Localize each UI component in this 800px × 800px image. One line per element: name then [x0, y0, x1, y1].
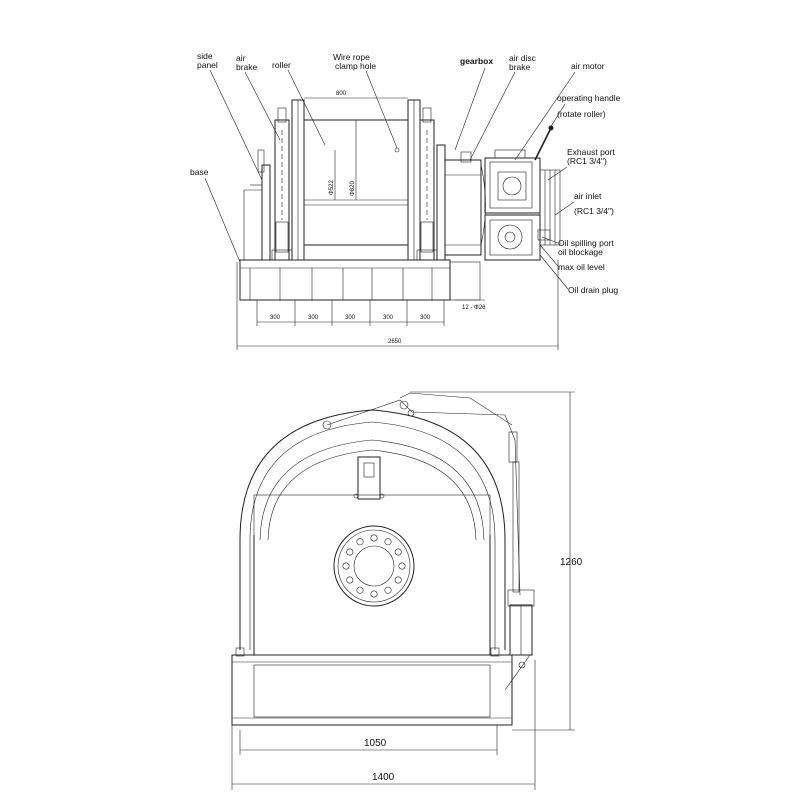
label-max-oil-level: max oil level [558, 262, 605, 272]
side-elevation-view: 800 Φ522 Φ820 300 300 300 300 300 12 - Φ… [190, 51, 621, 350]
label-exhaust-port-1: Exhaust port [567, 147, 615, 157]
end-elevation-view: 1260 1050 1400 [231, 391, 583, 790]
bolt-hole [370, 590, 378, 598]
label-base: base [190, 167, 209, 177]
label-air-disc-brake-1: air disc [509, 53, 537, 63]
label-air-brake-2: brake [236, 62, 258, 72]
bolt-hole [356, 586, 364, 594]
bolt-hole [384, 586, 392, 594]
label-side-panel-1: side [197, 51, 213, 61]
label-exhaust-port-2: (RC1 3/4") [567, 156, 607, 166]
dim-drum-dia-inner: Φ522 [329, 180, 335, 195]
bolt-hole [356, 538, 364, 546]
label-oil-spilling-port: Oil spilling port [558, 238, 614, 248]
dim-spacing-2: 300 [308, 315, 319, 321]
label-air-motor: air motor [571, 61, 605, 71]
label-operating-handle-1: operating handle [557, 93, 621, 103]
bolt-hole [384, 538, 392, 546]
end-base [231, 647, 513, 726]
bolt-hole [394, 576, 402, 584]
dim-bolt-hole: 12 - Φ26 [462, 305, 486, 311]
base-frame [236, 259, 481, 301]
protective-arch [239, 409, 506, 650]
dim-height: 1260 [560, 557, 583, 568]
bolt-hole [370, 534, 378, 542]
end-side-panel [253, 494, 491, 656]
bolt-hole [346, 548, 354, 556]
label-wire-rope-2: clamp hole [335, 61, 376, 71]
dim-base-width: 1050 [364, 738, 387, 749]
flange-hub [333, 525, 415, 607]
label-air-inlet-1: air inlet [574, 191, 602, 201]
label-air-inlet-2: (RC1 3/4") [574, 206, 614, 216]
bolt-hole [346, 576, 354, 584]
label-wire-rope-1: Wire rope [333, 52, 370, 62]
end-dimensions: 1260 1050 1400 [231, 391, 583, 790]
bolt-hole [342, 562, 350, 570]
side-dimensions: 800 Φ522 Φ820 300 300 300 300 300 12 - Φ… [236, 91, 559, 350]
clamp-slot [353, 456, 385, 500]
operating-cylinder [322, 392, 535, 691]
right-air-brake [416, 107, 438, 261]
dim-spacing-5: 300 [420, 315, 431, 321]
label-gearbox: gearbox [460, 56, 493, 66]
dim-overall-length: 2650 [388, 339, 402, 345]
label-oil-drain-plug: Oil drain plug [568, 285, 618, 295]
air-motor [484, 125, 561, 261]
dim-overall-width: 1400 [372, 772, 395, 783]
bolt-hole [398, 562, 406, 570]
component-labels: side panel air brake roller Wire rope cl… [190, 51, 621, 295]
dim-spacing-4: 300 [383, 315, 394, 321]
label-oil-blockage: oil blockage [558, 247, 603, 257]
dim-spacing-3: 300 [345, 315, 356, 321]
dim-spacing-1: 300 [270, 315, 281, 321]
label-operating-handle-2: (rotate roller) [557, 109, 606, 119]
label-side-panel-2: panel [197, 60, 218, 70]
dim-drum-length: 800 [336, 91, 347, 97]
label-air-disc-brake-2: brake [509, 62, 531, 72]
left-air-brake [271, 107, 293, 261]
label-roller: roller [272, 60, 291, 70]
gearbox [436, 144, 486, 261]
label-air-brake-1: air [236, 53, 246, 63]
dim-drum-dia-outer: Φ820 [350, 181, 356, 196]
bolt-hole [394, 548, 402, 556]
left-side-panel [243, 149, 271, 261]
